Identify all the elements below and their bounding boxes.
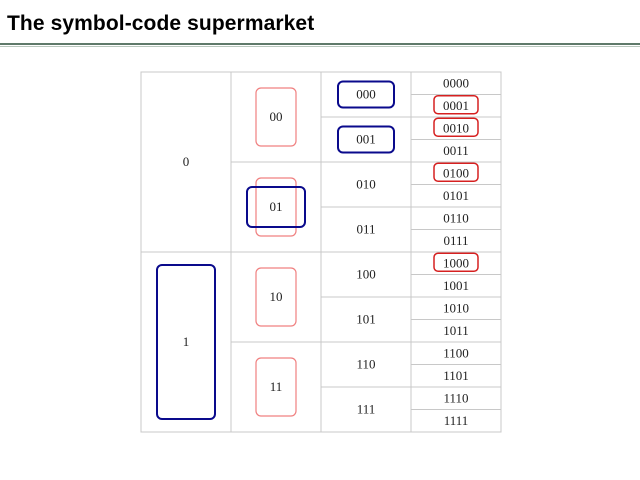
codeword-1001: 1001	[443, 278, 469, 293]
codeword-00: 00	[270, 109, 283, 124]
title-rule-light	[0, 46, 640, 47]
codeword-1110: 1110	[443, 390, 468, 405]
pink-highlight-00	[255, 87, 297, 147]
codeword-1100: 1100	[443, 345, 469, 360]
codeword-1000: 1000	[443, 255, 469, 270]
blue-highlight-01	[246, 186, 306, 228]
page-title: The symbol-code supermarket	[7, 12, 315, 35]
codeword-111: 111	[357, 402, 376, 417]
codeword-01: 01	[270, 199, 283, 214]
codeword-0000: 0000	[443, 75, 469, 90]
codeword-labels: 0100011011000001010011100101110111000000…	[183, 75, 469, 428]
codeword-0011: 0011	[443, 143, 469, 158]
codeword-0101: 0101	[443, 188, 469, 203]
codeword-011: 011	[356, 222, 375, 237]
codeword-1111: 1111	[444, 413, 469, 428]
codeword-1011: 1011	[443, 323, 469, 338]
pink-highlight-01	[255, 177, 297, 237]
pink-highlight-10	[255, 267, 297, 327]
red-highlight-0100	[433, 162, 479, 182]
red-highlight-0010	[433, 117, 479, 137]
codeword-10: 10	[270, 289, 283, 304]
highlight-boxes	[156, 80, 479, 420]
codeword-0100: 0100	[443, 165, 469, 180]
codeword-0111: 0111	[443, 233, 468, 248]
codeword-100: 100	[356, 267, 376, 282]
title-rule	[0, 43, 640, 45]
codeword-0: 0	[183, 154, 190, 169]
codeword-0010: 0010	[443, 120, 469, 135]
codeword-001: 001	[356, 132, 376, 147]
blue-highlight-1	[156, 264, 216, 420]
codeword-1: 1	[183, 334, 190, 349]
codeword-010: 010	[356, 177, 376, 192]
codeword-0001: 0001	[443, 98, 469, 113]
codeword-000: 000	[356, 87, 376, 102]
red-highlight-0001	[433, 95, 479, 115]
codeword-0110: 0110	[443, 210, 469, 225]
codeword-110: 110	[356, 357, 375, 372]
pink-highlight-11	[255, 357, 297, 417]
blue-highlight-000	[337, 80, 395, 109]
codeword-11: 11	[270, 379, 283, 394]
codeword-101: 101	[356, 312, 376, 327]
red-highlight-1000	[433, 252, 479, 272]
grid-lines	[140, 71, 502, 433]
blue-highlight-001	[337, 125, 395, 154]
codeword-1101: 1101	[443, 368, 469, 383]
codeword-1010: 1010	[443, 300, 469, 315]
